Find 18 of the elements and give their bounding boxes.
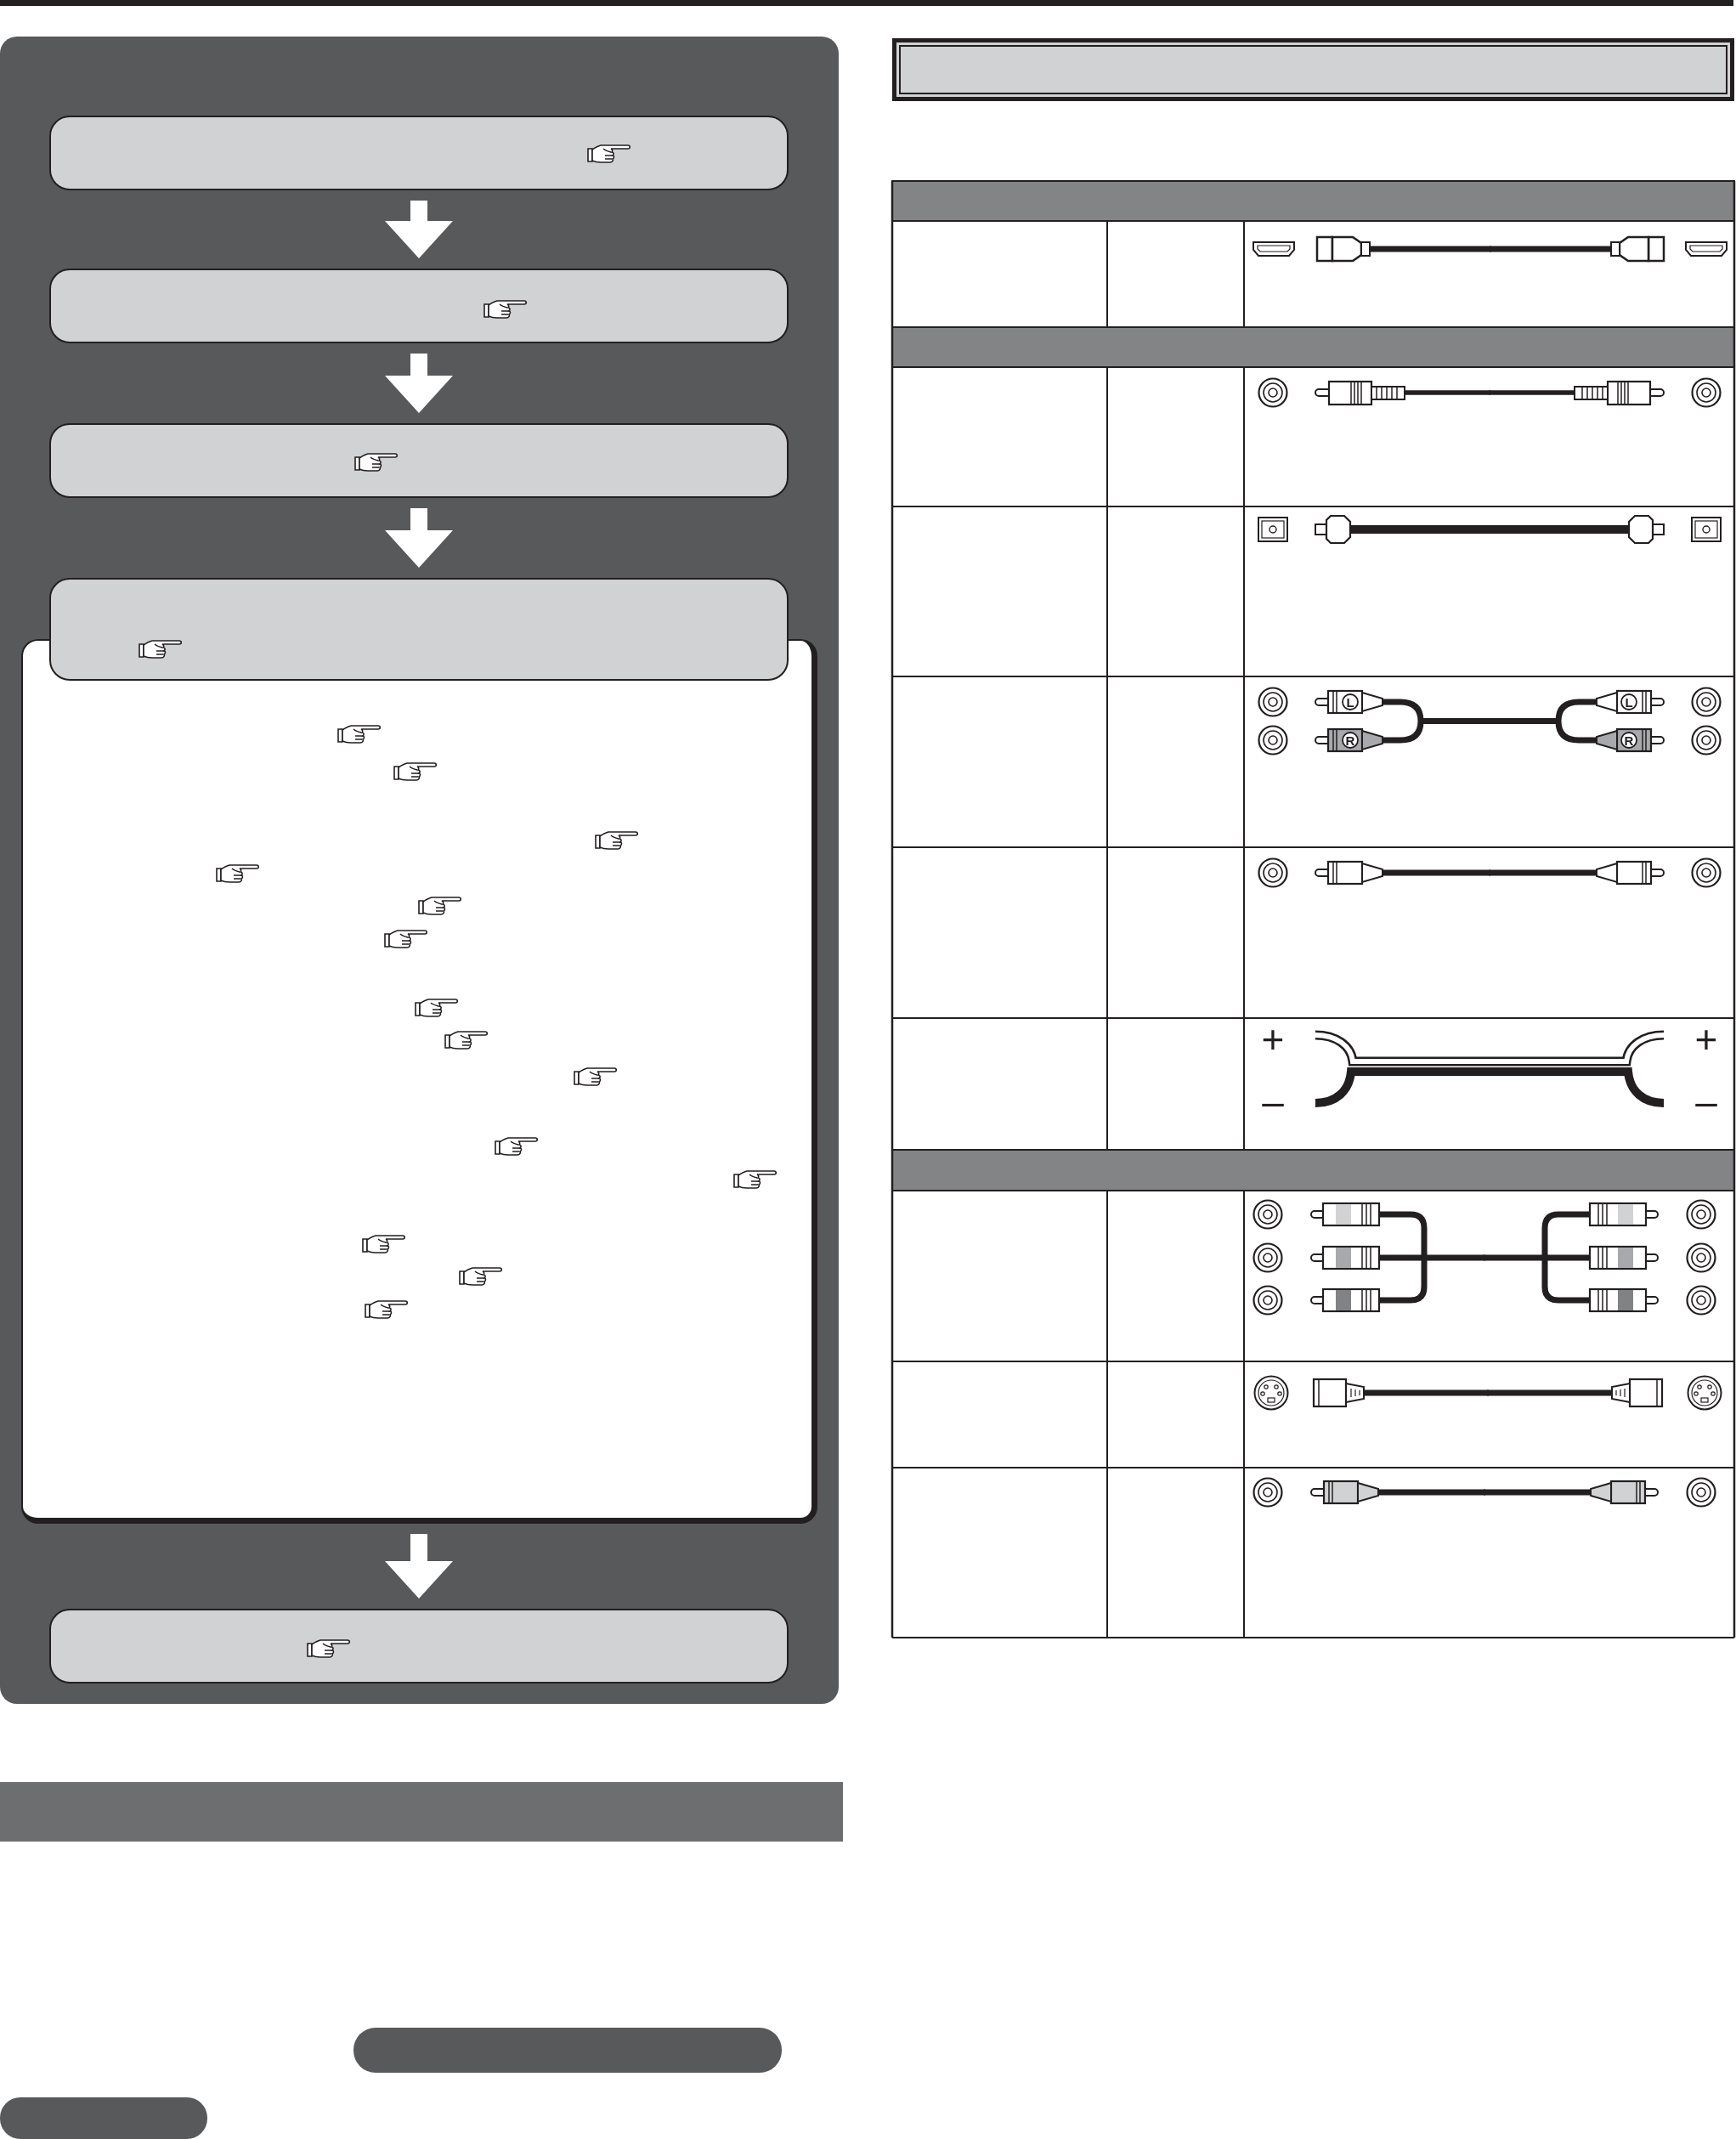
step-box xyxy=(49,423,789,498)
channel-letter: L xyxy=(1346,695,1354,709)
polarity-sign: + xyxy=(1261,1020,1285,1059)
details-card xyxy=(21,639,817,1524)
title-bar xyxy=(892,38,1734,101)
channel-letter: R xyxy=(1624,733,1634,747)
channel-letter: L xyxy=(1625,695,1633,709)
polarity-sign: – xyxy=(1262,1082,1284,1121)
polarity-sign: – xyxy=(1695,1082,1717,1121)
polarity-sign: + xyxy=(1694,1020,1718,1059)
step-box xyxy=(49,1609,789,1683)
step-box xyxy=(49,578,789,681)
step-box xyxy=(49,269,789,343)
step-box xyxy=(49,116,789,190)
section-band xyxy=(0,1782,843,1842)
heading-tab xyxy=(353,2028,782,2073)
channel-letter: R xyxy=(1345,733,1355,747)
heading-tab xyxy=(0,2097,207,2139)
